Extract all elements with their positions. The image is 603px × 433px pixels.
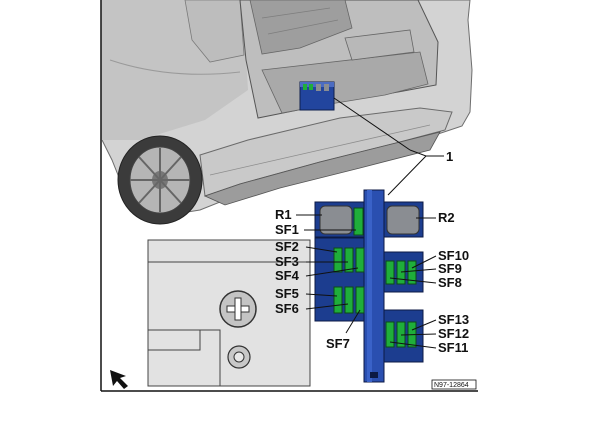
label-sf9: SF9 bbox=[438, 261, 462, 276]
label-r2: R2 bbox=[438, 210, 455, 225]
label-r1: R1 bbox=[275, 207, 292, 222]
reference-code: N97-12864 bbox=[434, 382, 469, 389]
label-sf4: SF4 bbox=[275, 268, 300, 283]
label-sf2: SF2 bbox=[275, 239, 299, 254]
label-sf1: SF1 bbox=[275, 222, 299, 237]
leader-lines bbox=[296, 214, 437, 349]
fuse-sf1 bbox=[353, 207, 364, 236]
fuse-sf10 bbox=[407, 260, 417, 285]
relay-r1 bbox=[319, 205, 353, 235]
fuse-sf8 bbox=[385, 260, 395, 285]
fuse-sf3 bbox=[344, 247, 354, 273]
fuse-sf7 bbox=[355, 286, 365, 314]
label-sf12: SF12 bbox=[438, 326, 469, 341]
detail-inset bbox=[147, 239, 311, 387]
fuse-sf2 bbox=[333, 247, 343, 273]
fuse-sf6 bbox=[344, 286, 354, 314]
label-sf11: SF11 bbox=[438, 340, 468, 355]
label-sf10: SF10 bbox=[438, 248, 469, 263]
reference-code-box bbox=[431, 379, 477, 390]
fuse-sf5 bbox=[333, 286, 343, 314]
label-sf3: SF3 bbox=[275, 254, 299, 269]
fuse-sf9 bbox=[396, 260, 406, 285]
fuse-sf4 bbox=[355, 247, 365, 273]
label-sf7: SF7 bbox=[326, 336, 350, 351]
label-sf5: SF5 bbox=[275, 286, 299, 301]
label-sf13: SF13 bbox=[438, 312, 469, 327]
fuse-holder bbox=[314, 189, 424, 383]
label-sf6: SF6 bbox=[275, 301, 299, 316]
label-sf8: SF8 bbox=[438, 275, 462, 290]
fuse-sf11 bbox=[385, 321, 395, 348]
callout-leader-holder bbox=[387, 155, 427, 196]
car-rear-illustration bbox=[101, 0, 473, 225]
direction-arrow-icon bbox=[110, 370, 128, 389]
callout-number: 1 bbox=[446, 149, 453, 164]
relay-r2 bbox=[386, 205, 420, 235]
